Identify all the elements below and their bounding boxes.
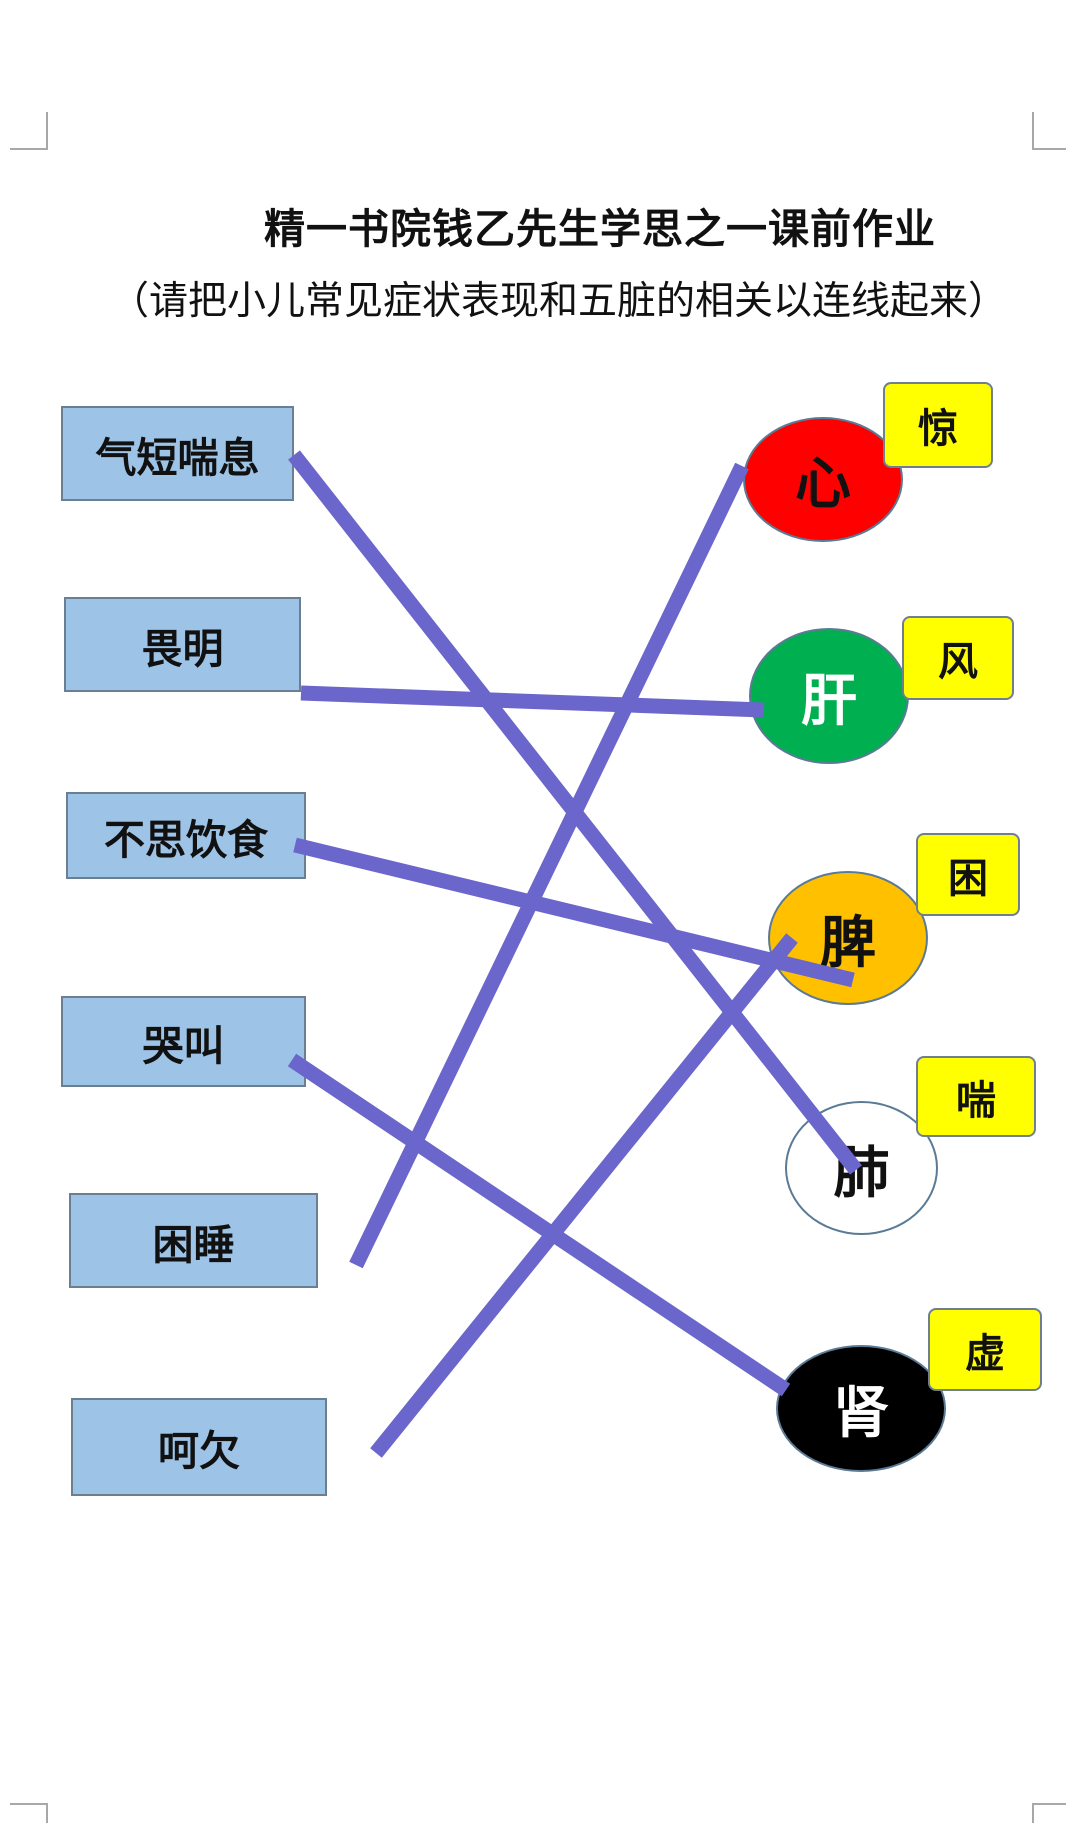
organ-circle-liver: 肝 — [749, 628, 909, 764]
organ-tag-heart: 惊 — [883, 382, 993, 468]
organ-label: 肺 — [833, 1140, 890, 1206]
organ-circle-heart: 心 — [743, 417, 903, 542]
organ-label: 心 — [795, 452, 851, 517]
tag-label: 风 — [938, 639, 978, 685]
symptom-label: 哭叫 — [142, 1021, 225, 1070]
tag-label: 喘 — [956, 1077, 996, 1124]
corner-mark-bottom-left — [10, 1803, 48, 1823]
corner-mark-top-right — [1032, 112, 1066, 150]
connector-line-drowsy-heart — [349, 462, 749, 1269]
organ-tag-kidney: 虚 — [928, 1308, 1042, 1391]
organ-circle-kidney: 肾 — [776, 1345, 946, 1472]
organ-label: 肝 — [801, 668, 857, 734]
symptom-box: 呵欠 — [71, 1398, 327, 1496]
connector-line-crying-kidney — [287, 1053, 791, 1397]
symptom-label: 不思饮食 — [104, 815, 268, 864]
symptom-label: 气短喘息 — [95, 433, 260, 482]
symptom-box: 困睡 — [69, 1193, 318, 1288]
tag-label: 虚 — [965, 1330, 1005, 1377]
organ-circle-spleen: 脾 — [768, 871, 928, 1005]
organ-tag-spleen: 困 — [916, 833, 1020, 916]
organ-tag-liver: 风 — [902, 616, 1014, 700]
tag-label: 困 — [948, 855, 988, 902]
symptom-box: 气短喘息 — [61, 406, 294, 501]
symptom-box: 不思饮食 — [66, 792, 306, 879]
symptom-label: 呵欠 — [158, 1427, 240, 1475]
corner-mark-top-left — [10, 112, 48, 150]
organ-label: 脾 — [820, 910, 876, 976]
corner-mark-bottom-right — [1032, 1803, 1066, 1823]
organ-label: 肾 — [833, 1381, 889, 1446]
connector-line-appetite-spleen — [293, 837, 855, 988]
symptom-box: 哭叫 — [61, 996, 306, 1087]
organ-tag-lung: 喘 — [916, 1056, 1036, 1137]
connector-line-yawn-spleen — [370, 933, 798, 1458]
symptom-label: 畏明 — [141, 624, 224, 673]
worksheet-subtitle: （请把小儿常见症状表现和五脏的相关以连线起来） — [110, 279, 1008, 324]
worksheet-title: 精一书院钱乙先生学思之一课前作业 — [264, 205, 936, 253]
symptom-box: 畏明 — [64, 597, 301, 692]
symptom-label: 困睡 — [152, 1220, 235, 1269]
connector-line-breath-lung — [288, 450, 862, 1175]
tag-label: 惊 — [918, 406, 958, 452]
connector-line-photophobia-liver — [300, 685, 765, 718]
